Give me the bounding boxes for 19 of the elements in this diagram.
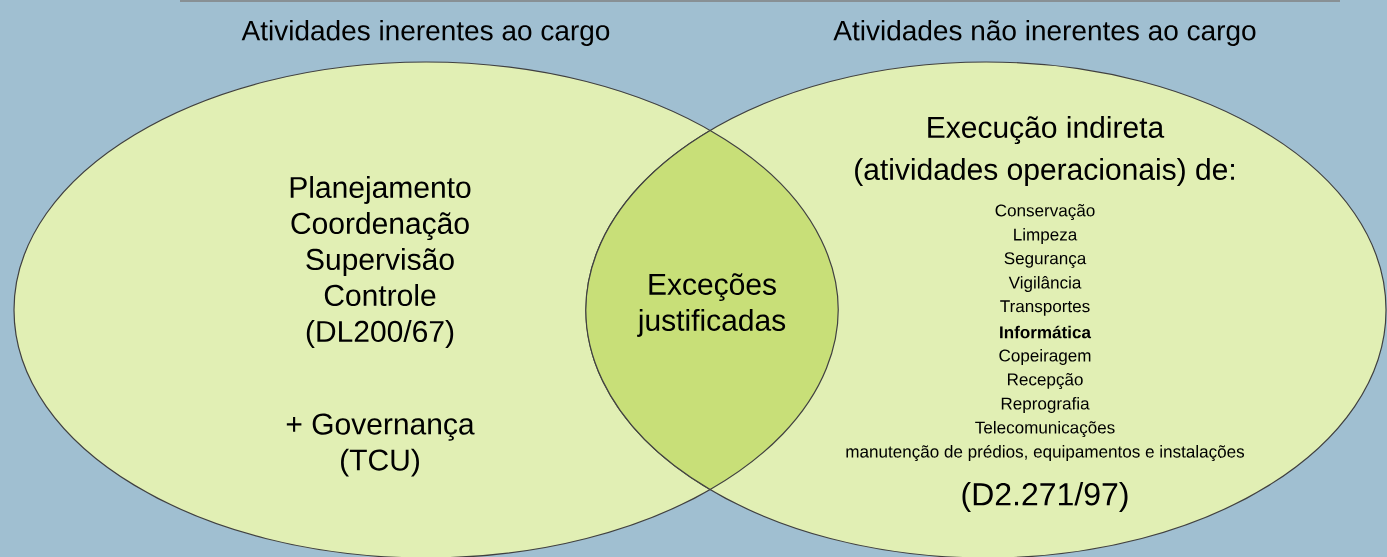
text: (D2.271/97): [962, 482, 1128, 512]
list-item: Limpeza: [1014, 228, 1078, 244]
list-item: Informática: [1000, 325, 1092, 339]
text: Exceções justificadas: [637, 273, 786, 337]
list-item: Segurança: [1004, 252, 1087, 268]
heading: Atividades inerentes ao cargo: [241, 19, 610, 47]
heading: Atividades não inerentes ao cargo: [833, 19, 1256, 47]
list-item: Vigilância: [1008, 276, 1082, 292]
list-item: Reprografia: [1001, 397, 1090, 413]
list-item: Copeiragem: [999, 349, 1091, 365]
list-item: Telecomunicações: [975, 421, 1115, 437]
text: (atividades operacionais) de:: [855, 158, 1234, 186]
text: Execução indireta: [928, 115, 1165, 145]
text: + Governança (TCU): [286, 413, 475, 477]
list-item: manutenção de prédios, equipamentos e instalações: [846, 444, 1245, 462]
list-item: Transportes: [1000, 300, 1090, 316]
list-item: Recepção: [1008, 373, 1083, 389]
list-item: Conservação: [995, 204, 1095, 220]
text: Planejamento Coordenação Supervisão Controle (DL200/67): [290, 176, 471, 348]
